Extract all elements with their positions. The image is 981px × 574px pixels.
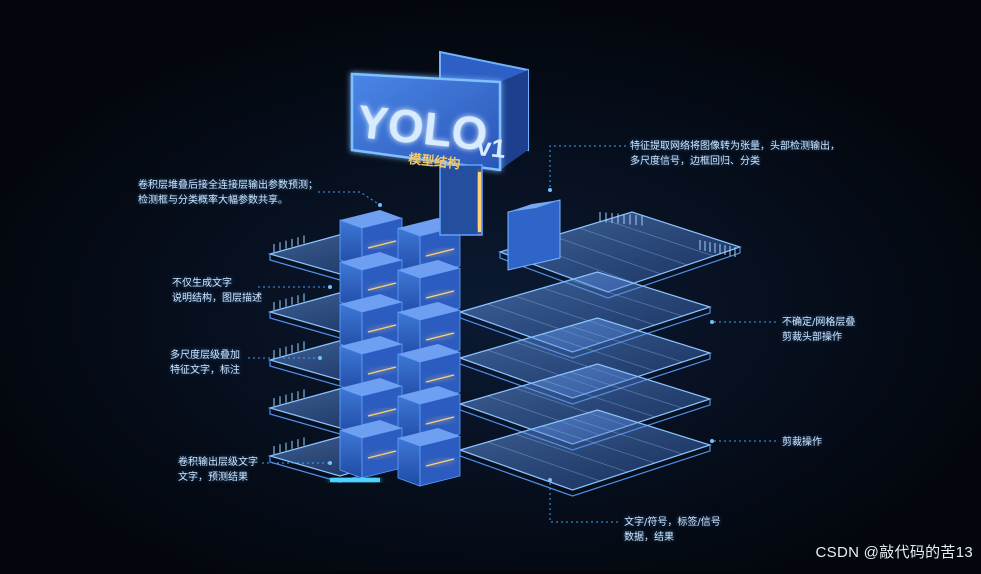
sign-pole-light	[478, 172, 481, 232]
callout-line: 剪裁操作	[782, 437, 822, 448]
tower-light-strip	[367, 450, 397, 459]
tower-light-strip	[367, 240, 397, 249]
callout-line: 说明结构，图层描述	[172, 293, 262, 304]
tower-light-strip	[367, 366, 397, 375]
plate-grid-line	[579, 227, 688, 266]
sign-version: v1	[475, 131, 507, 164]
central-tower	[330, 199, 561, 487]
leader-dot	[548, 478, 552, 482]
tower-block-top	[398, 302, 460, 320]
leader-top-left	[318, 191, 381, 206]
leader-top-right	[549, 145, 626, 190]
tower-light-strip	[425, 248, 455, 257]
tower-block-top	[340, 378, 402, 396]
callout-line: 不确定/网格层叠	[782, 317, 856, 328]
annex-block-top	[508, 200, 560, 212]
watermark: CSDN @敲代码的苦13	[815, 544, 973, 561]
sign-pole	[439, 164, 483, 236]
tower-block-front	[419, 435, 461, 487]
yolo-sign: YOLO v1 模型结构	[350, 50, 529, 236]
callout-right-2: 不确定/网格层叠 剪裁头部操作	[782, 315, 855, 345]
leader-bottom	[549, 480, 618, 523]
tower-light-strip	[425, 332, 455, 341]
callout-line: 多尺度层级叠加	[170, 350, 240, 361]
plate-grid-line	[487, 441, 601, 482]
leader-dot	[328, 285, 332, 289]
leader-dot	[318, 356, 322, 360]
tower-block-top	[398, 386, 460, 404]
callout-line: 文字，预测结果	[178, 472, 248, 483]
callout-line: 文字/符号，标签/信号	[624, 517, 721, 528]
tower-block-top	[340, 336, 402, 354]
plate-grid-line	[605, 219, 714, 257]
sign-subtitle: 模型结构	[408, 151, 461, 171]
callout-line: 特征提取网络将图像转为张量，头部检测输出，	[630, 141, 840, 152]
tower-light-strip	[425, 458, 455, 467]
tower-light-strip	[425, 290, 455, 299]
leader-dots	[318, 188, 714, 482]
callout-top-left: 卷积层堆叠后接全连接层输出参数预测； 检测框与分类概率大幅参数共享。	[138, 178, 318, 208]
plate-grid-line	[552, 235, 661, 275]
callout-right-3: 剪裁操作	[782, 435, 822, 450]
callout-left-3: 多尺度层级叠加 特征文字，标注	[170, 348, 240, 378]
callout-left-4: 卷积输出层级文字 文字，预测结果	[178, 455, 258, 485]
callout-top-right: 特征提取网络将图像转为张量，头部检测输出， 多尺度信号，边框回归、分类	[630, 139, 840, 169]
tower-block-top	[340, 420, 402, 438]
tower-light-strip	[367, 408, 397, 417]
tower-light-strip	[367, 282, 397, 291]
tower-block-top	[340, 210, 402, 228]
plate-grid-line	[542, 287, 656, 326]
callout-line: 不仅生成文字	[172, 278, 232, 289]
leader-dot	[378, 203, 382, 207]
plate-grid-line	[542, 379, 656, 418]
base-glow-bar	[330, 478, 380, 482]
tower-block-side	[397, 437, 421, 487]
tower-block-top	[398, 260, 460, 278]
plate-grid-line	[569, 417, 683, 455]
tower-block-top	[340, 294, 402, 312]
sign-face	[350, 72, 502, 172]
plate-grid-line	[569, 371, 683, 409]
tower-block-top	[398, 344, 460, 362]
leader-dot	[710, 320, 714, 324]
tower-block-side	[339, 429, 363, 479]
plate-grid-line	[569, 279, 683, 317]
callout-left-2: 不仅生成文字 说明结构，图层描述	[172, 276, 262, 306]
sign-side	[500, 70, 528, 170]
plate-grid-line	[514, 433, 628, 473]
leader-lines	[248, 145, 776, 523]
leader-dot	[710, 439, 714, 443]
tower-block-top	[340, 252, 402, 270]
callout-line: 剪裁头部操作	[782, 332, 842, 343]
plate-grid-line	[542, 333, 656, 372]
callout-line: 检测框与分类概率大幅参数共享。	[138, 195, 288, 206]
callout-line: 卷积层堆叠后接全连接层输出参数预测；	[138, 180, 318, 191]
tower-light-strip	[425, 374, 455, 383]
tower-block-top	[398, 428, 460, 446]
callout-bottom: 文字/符号，标签/信号 数据，结果	[624, 515, 721, 545]
plate-grid-line	[569, 325, 683, 363]
callout-line: 多尺度信号，边框回归、分类	[630, 156, 760, 167]
tower-light-strip	[367, 324, 397, 333]
plate-grid-line	[542, 425, 656, 464]
leader-dot	[328, 461, 332, 465]
callout-line: 数据，结果	[624, 532, 674, 543]
tower-light-strip	[425, 416, 455, 425]
callout-line: 特征文字，标注	[170, 365, 240, 376]
leader-dot	[548, 188, 552, 192]
layer-plates-right	[458, 211, 742, 497]
callout-line: 卷积输出层级文字	[178, 457, 258, 468]
